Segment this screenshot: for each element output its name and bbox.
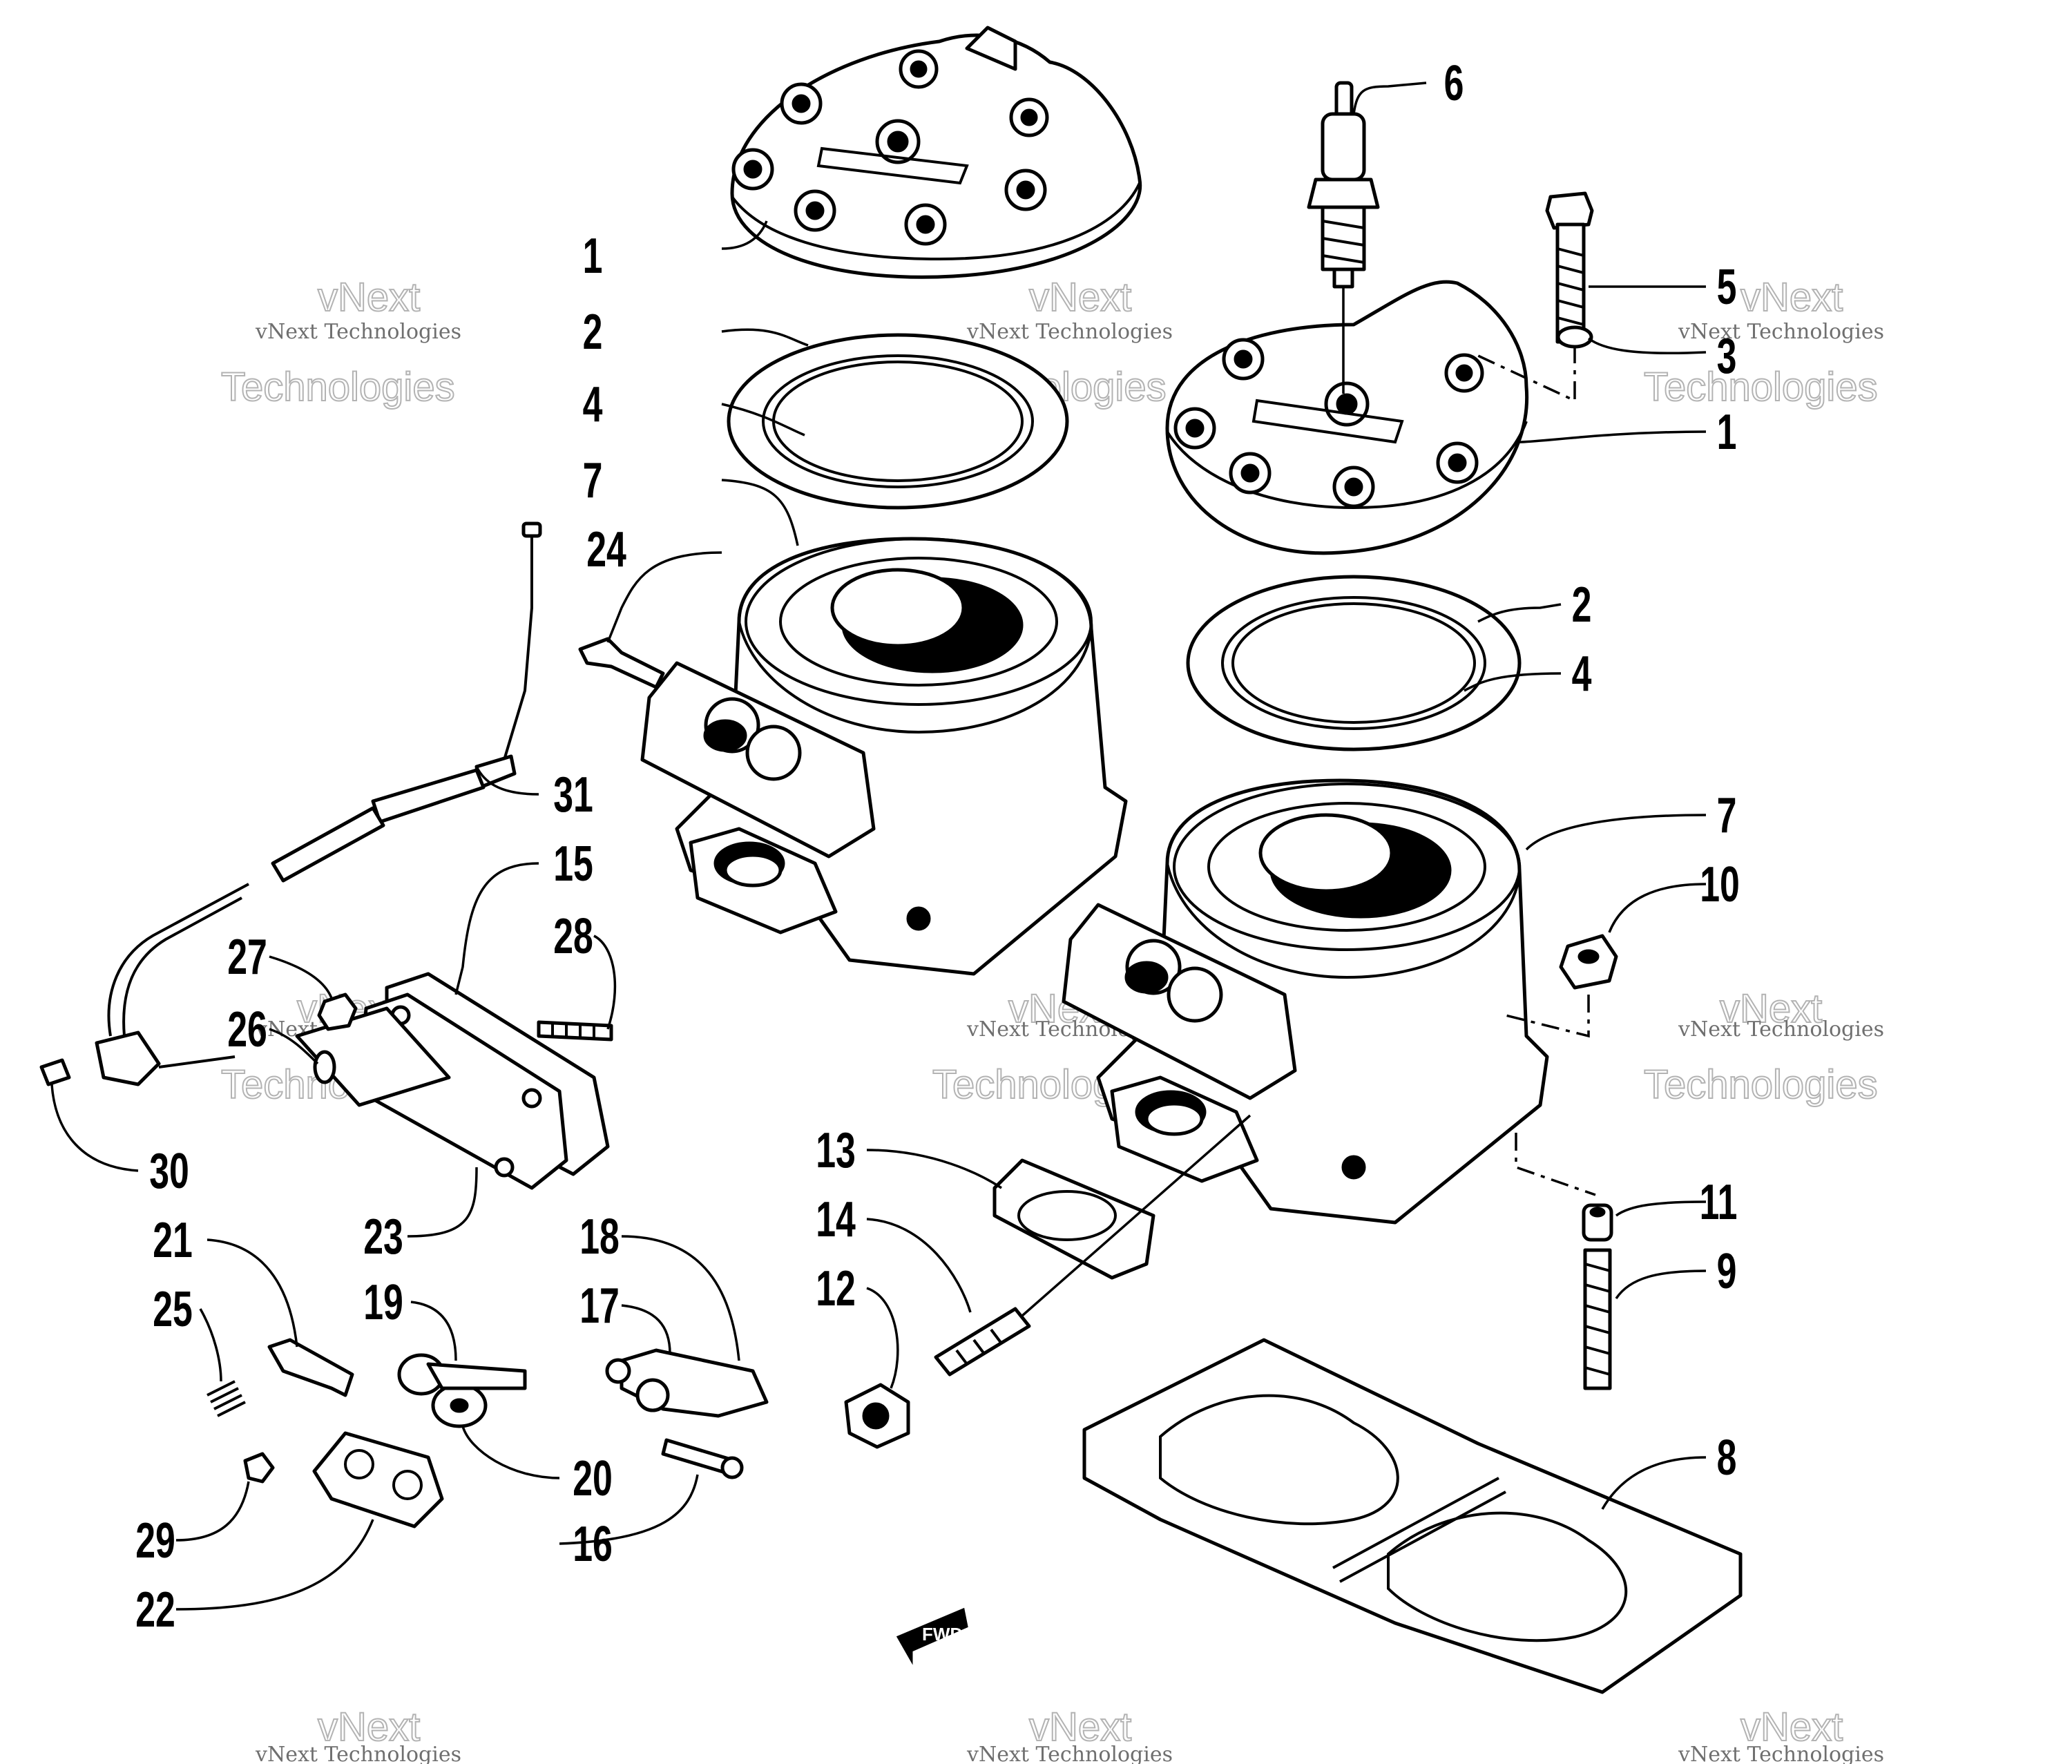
watermark-center-top: vNext	[1029, 275, 1131, 320]
valve-spool	[397, 1353, 527, 1428]
callout-7-right-cylinder: 7	[1717, 788, 1737, 843]
valve-clip	[267, 1338, 354, 1397]
dowel-pin	[1582, 1203, 1613, 1242]
control-cable	[39, 521, 542, 1086]
valve-flange-gasket	[312, 1431, 444, 1528]
callout-9-stud: 9	[1717, 1244, 1737, 1299]
callout-21-clip: 21	[153, 1213, 193, 1268]
watermark-mid-right-small: vNext Technologies	[1678, 1017, 1884, 1042]
callout-19-spool: 19	[363, 1275, 403, 1330]
callout-8-base-gasket: 8	[1717, 1430, 1737, 1486]
exhaust-stud	[934, 1114, 1251, 1377]
callout-13-exhaust-gasket: 13	[816, 1123, 856, 1178]
callout-10-nut: 10	[1700, 857, 1740, 912]
callout-1-right-head: 1	[1717, 405, 1737, 460]
callout-2-left-gasket: 2	[583, 305, 603, 360]
watermark-bc-top: vNext	[1029, 1705, 1131, 1749]
callout-3-washer: 3	[1717, 329, 1737, 384]
watermark-mid-right-bottom: Technologies	[1644, 1062, 1878, 1107]
fwd-badge: FWD	[896, 1607, 968, 1665]
callout-2-right-gasket: 2	[1572, 577, 1592, 633]
callout-11-dowel: 11	[1700, 1175, 1738, 1230]
valve-pin	[661, 1438, 744, 1479]
watermark-left-bottom: Technologies	[221, 365, 455, 410]
head-gasket-left	[727, 333, 1069, 510]
cylinder-head-left	[730, 26, 1142, 279]
callouts: 1 2 4 7 24 6 5 3 1 2 4 7 10 11 9 8 13 14…	[135, 56, 1740, 1638]
callout-28-threaded-stud: 28	[553, 909, 593, 964]
watermark-right-top: vNext	[1740, 275, 1843, 320]
watermark-mid-right-top: vNext	[1720, 986, 1822, 1031]
callout-25-spring: 25	[153, 1282, 193, 1337]
watermark-center-small: vNext Technologies	[966, 320, 1173, 344]
watermark-right-bottom: Technologies	[1644, 365, 1878, 410]
watermark-bc-small: vNext Technologies	[966, 1743, 1173, 1764]
watermark-left-small: vNext Technologies	[255, 320, 461, 344]
small-screw	[243, 1452, 275, 1484]
watermark-bl-small: vNext Technologies	[255, 1743, 461, 1764]
callout-17-valve-part: 17	[579, 1278, 620, 1334]
watermark-right-small: vNext Technologies	[1678, 320, 1884, 344]
callout-29-small-screw: 29	[135, 1513, 175, 1569]
watermark-br-top: vNext	[1740, 1705, 1843, 1749]
washer	[1556, 325, 1593, 349]
watermark-right: vNext vNext Technologies Technologies	[1643, 274, 1884, 410]
spark-plug	[1307, 81, 1380, 394]
callout-12-exhaust-nut: 12	[816, 1261, 856, 1316]
callout-16-pin: 16	[573, 1517, 613, 1572]
fwd-label: FWD	[922, 1624, 963, 1645]
callout-30-screw: 30	[149, 1144, 189, 1199]
watermark-mid-right: vNext vNext Technologies Technologies	[1643, 986, 1884, 1108]
callout-26-small-washer: 26	[227, 1002, 267, 1057]
nut-path	[1505, 995, 1590, 1038]
head-bolt	[1545, 191, 1594, 344]
callout-22-flange-gasket: 22	[135, 1582, 175, 1638]
stud-path	[1515, 1133, 1596, 1196]
callout-20-spool-part: 20	[573, 1451, 613, 1506]
small-nut	[317, 993, 358, 1031]
callout-24-elbow: 24	[586, 522, 626, 577]
exhaust-nut	[844, 1383, 910, 1449]
valve-body	[605, 1348, 769, 1418]
cylinder-right	[1062, 778, 1549, 1225]
callout-18-valve-body: 18	[579, 1209, 620, 1265]
callout-31-cable: 31	[553, 767, 593, 823]
flange-nut	[1559, 934, 1618, 990]
elbow-fitting	[578, 637, 665, 689]
callout-4-right-gasket: 4	[1572, 646, 1592, 702]
small-washer	[313, 1050, 336, 1084]
callout-5-bolt: 5	[1717, 260, 1737, 315]
callout-7-left-cylinder: 7	[583, 453, 603, 508]
watermark-br-small: vNext Technologies	[1678, 1743, 1884, 1764]
exhaust-gasket	[992, 1158, 1155, 1280]
head-gasket-right	[1186, 575, 1522, 751]
threaded-stud	[537, 1020, 613, 1042]
callout-23-cover: 23	[363, 1209, 403, 1265]
watermark-bottom-row: vNext vNext Technologies vNext vNext Tec…	[255, 1704, 1884, 1764]
cylinder-stud	[1583, 1248, 1612, 1390]
callout-1-left-head: 1	[583, 229, 603, 284]
cylinder-left	[640, 537, 1128, 976]
callout-15-housing: 15	[553, 836, 593, 892]
leader-lines	[50, 82, 1707, 1611]
callout-27-small-nut: 27	[227, 930, 267, 985]
compression-spring	[207, 1380, 246, 1417]
watermark-bl-top: vNext	[318, 1705, 420, 1749]
callout-14-exhaust-stud: 14	[816, 1192, 856, 1247]
callout-6-spark-plug: 6	[1444, 56, 1464, 111]
callout-4-left-gasket: 4	[583, 377, 603, 432]
valve-housing	[295, 972, 610, 1190]
watermark-left: vNext vNext Technologies Technologies	[220, 274, 461, 410]
cylinder-head-right	[1165, 280, 1529, 555]
base-gasket	[1082, 1338, 1743, 1694]
watermark-left-top: vNext	[318, 275, 420, 320]
